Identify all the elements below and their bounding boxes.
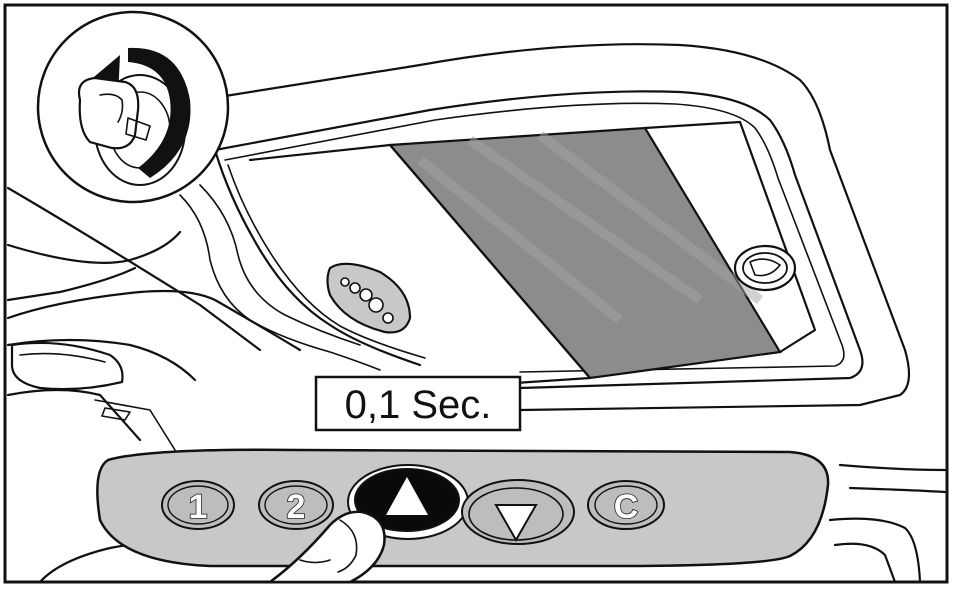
memory-2-label: 2 bbox=[287, 488, 306, 526]
timing-callout: 0,1 Sec. bbox=[314, 375, 522, 432]
triangle-up-icon bbox=[386, 477, 428, 515]
sunroof-glass bbox=[248, 120, 817, 388]
memory-1-button[interactable]: 1 bbox=[161, 480, 235, 530]
pressing-finger bbox=[266, 510, 386, 584]
memory-2-button[interactable]: 2 bbox=[258, 480, 334, 530]
ignition-inset bbox=[36, 10, 230, 204]
timing-label: 0,1 Sec. bbox=[345, 383, 492, 427]
rotation-arrow-band bbox=[128, 47, 191, 179]
timing-label-box bbox=[314, 375, 522, 432]
headliner-contours bbox=[6, 184, 947, 584]
interior-light bbox=[10, 341, 131, 421]
sunshade-handle bbox=[733, 244, 797, 292]
sunroof-control-panel: 1 2 C bbox=[96, 448, 830, 568]
overhead-switch bbox=[326, 262, 412, 334]
key-head bbox=[77, 76, 140, 150]
open-button[interactable] bbox=[347, 464, 469, 540]
sunroof-frame bbox=[198, 43, 911, 412]
clear-button[interactable]: C bbox=[587, 480, 665, 530]
triangle-down-icon bbox=[494, 504, 538, 543]
close-button[interactable] bbox=[461, 479, 575, 545]
clear-label: C bbox=[614, 488, 639, 526]
memory-1-label: 1 bbox=[189, 488, 208, 526]
